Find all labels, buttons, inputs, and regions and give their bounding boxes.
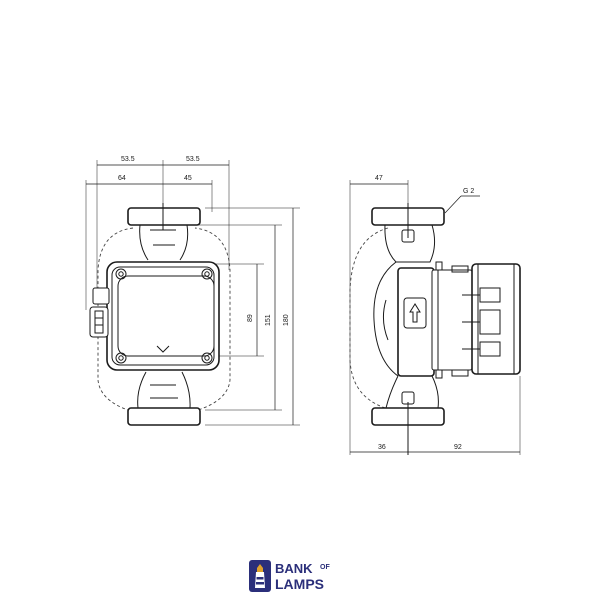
dim-height-total: 180 [283, 314, 290, 326]
dim-height-mid: 151 [265, 314, 272, 326]
dim-top-left: 53.5 [121, 156, 135, 163]
lighthouse-icon [249, 560, 271, 592]
dim-side-top: 47 [375, 175, 383, 182]
logo-line1-small: OF [320, 564, 330, 571]
dim-mid-left: 64 [118, 175, 126, 182]
thread-label: G 2 [463, 188, 474, 195]
dim-side-bottom-left: 36 [378, 444, 386, 451]
dim-side-bottom-right: 92 [454, 444, 462, 451]
side-view: 47 G 2 [349, 175, 521, 455]
logo-line2: LAMPS [275, 576, 324, 592]
dim-height-inner: 89 [247, 314, 254, 322]
dim-mid-right: 45 [184, 175, 192, 182]
logo-line1: BANK [275, 561, 313, 576]
dim-top-right: 53.5 [186, 156, 200, 163]
bank-of-lamps-logo: BANK OF LAMPS [249, 560, 330, 592]
brand-mark-icon [156, 345, 170, 353]
front-view: 53.5 53.5 64 45 89 151 180 [85, 156, 300, 426]
flow-arrow-icon [409, 303, 421, 323]
